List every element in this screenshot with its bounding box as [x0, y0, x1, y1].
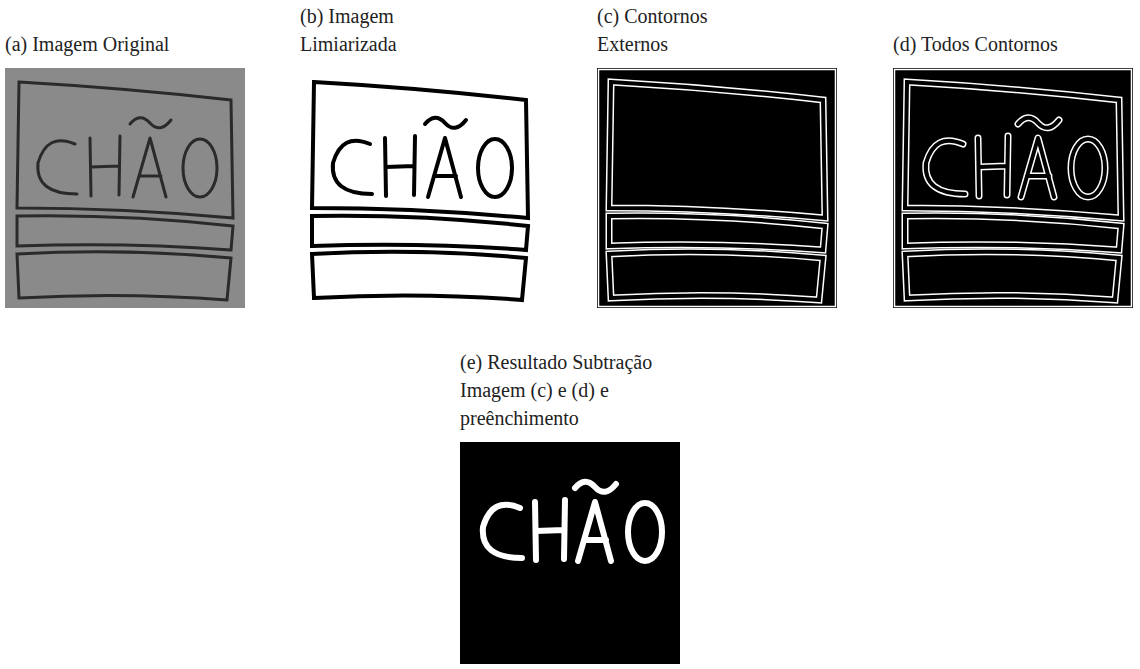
subfigure-caption: (a) Imagem Original	[5, 30, 245, 58]
subfigure-caption: (e) Resultado Subtração Imagem (c) e (d)…	[460, 348, 675, 432]
subfigure-caption: (c) Contornos Externos	[597, 2, 762, 58]
result-image	[460, 442, 680, 664]
threshold-image	[300, 68, 540, 308]
original-image	[5, 68, 245, 308]
subfigure-caption: (d) Todos Contornos	[893, 30, 1133, 58]
external-contours-image	[597, 68, 837, 308]
subfigure-caption: (b) Imagem Limiarizada	[300, 2, 460, 58]
all-contours-image	[893, 68, 1133, 308]
